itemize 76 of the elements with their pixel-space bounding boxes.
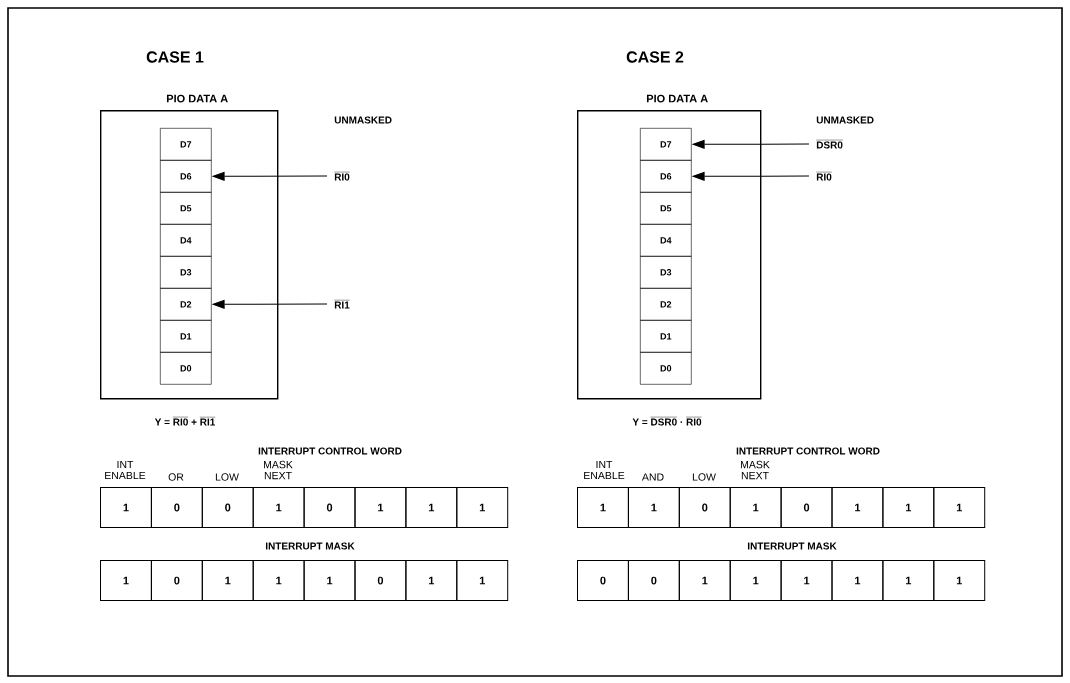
bit-cell: 1	[252, 487, 305, 528]
register-cell: D7	[640, 128, 692, 161]
bit-cell: 1	[780, 560, 833, 601]
register-cell: D5	[160, 192, 212, 225]
bit-header: OR	[168, 473, 184, 481]
bit-header: AND	[641, 473, 664, 481]
case-heading: CASE 1	[146, 51, 204, 63]
bit-header: INT ENABLE	[105, 460, 146, 480]
register-cell: D3	[160, 256, 212, 289]
bit-cell: 1	[252, 560, 305, 601]
bit-cell: 1	[831, 487, 884, 528]
signal-label: $\overline{\textbf{RI0}}$	[816, 172, 832, 181]
bit-cell: 1	[201, 560, 254, 601]
bit-cell: 1	[882, 487, 935, 528]
node-label: PIO DATA A	[646, 94, 708, 103]
equation: $\textbf{Y = }\overline{\textbf{RI0}}\textbf{ + }\overline{\textbf{RI1}}$	[154, 417, 216, 426]
section-label: UNMASKED	[816, 116, 874, 124]
bit-cell: 0	[577, 560, 629, 601]
bit-cell: 1	[405, 487, 458, 528]
register-cell: D1	[640, 320, 692, 353]
section-label: INTERRUPT CONTROL WORD	[736, 447, 880, 455]
bit-cell: 1	[831, 560, 884, 601]
bit-cell: 1	[456, 487, 509, 528]
bit-cell: 1	[577, 487, 629, 528]
signal-label: $\overline{\textbf{RI1}}$	[334, 300, 350, 309]
bit-cell: 1	[456, 560, 509, 601]
register-cell: D5	[640, 192, 692, 225]
arrow	[692, 171, 810, 181]
section-label: UNMASKED	[334, 116, 392, 124]
register-cell: D0	[640, 352, 692, 385]
bit-cell: 1	[933, 487, 986, 528]
register-cell: D6	[640, 160, 692, 193]
bit-cell: 1	[100, 560, 152, 601]
bit-cell: 0	[303, 487, 356, 528]
bit-cell: 1	[678, 560, 731, 601]
bit-cell: 0	[201, 487, 254, 528]
register-cell: D0	[160, 352, 212, 385]
section-label: INTERRUPT MASK	[747, 542, 837, 550]
register-cell: D2	[640, 288, 692, 321]
register-cell: D7	[160, 128, 212, 161]
arrow	[692, 139, 810, 149]
section-label: INTERRUPT MASK	[265, 542, 355, 550]
bit-cell: 1	[933, 560, 986, 601]
case-heading: CASE 2	[626, 51, 684, 63]
arrow	[212, 299, 328, 309]
bit-cell: 0	[354, 560, 407, 601]
arrow	[212, 171, 328, 181]
bit-cell: 0	[150, 487, 203, 528]
bit-cell: 0	[780, 487, 833, 528]
bit-header: LOW	[692, 473, 716, 481]
node-label: PIO DATA A	[166, 94, 228, 103]
register-cell: D4	[640, 224, 692, 257]
register-cell: D4	[160, 224, 212, 257]
equation: $\textbf{Y = }\overline{\textbf{DSR0}}\textbf{ · }\overline{\textbf{RI0}}$	[632, 417, 702, 426]
bit-cell: 0	[627, 560, 680, 601]
register-cell: D3	[640, 256, 692, 289]
bit-header: INT ENABLE	[584, 460, 625, 480]
bit-header: MASK NEXT	[741, 460, 770, 480]
register-cell: D2	[160, 288, 212, 321]
bit-cell: 1	[729, 560, 782, 601]
bit-cell: 1	[729, 487, 782, 528]
signal-label: $\overline{\textbf{RI0}}$	[334, 172, 350, 181]
bit-cell: 1	[100, 487, 152, 528]
bit-cell: 0	[150, 560, 203, 601]
register-cell: D1	[160, 320, 212, 353]
bit-header: MASK NEXT	[264, 460, 293, 480]
bit-cell: 0	[678, 487, 731, 528]
signal-label: $\overline{\textbf{DSR0}}$	[816, 140, 843, 149]
bit-header: LOW	[215, 473, 239, 481]
bit-cell: 1	[354, 487, 407, 528]
bit-cell: 1	[627, 487, 680, 528]
bit-cell: 1	[405, 560, 458, 601]
bit-cell: 1	[303, 560, 356, 601]
register-cell: D6	[160, 160, 212, 193]
bit-cell: 1	[882, 560, 935, 601]
section-label: INTERRUPT CONTROL WORD	[258, 447, 402, 455]
